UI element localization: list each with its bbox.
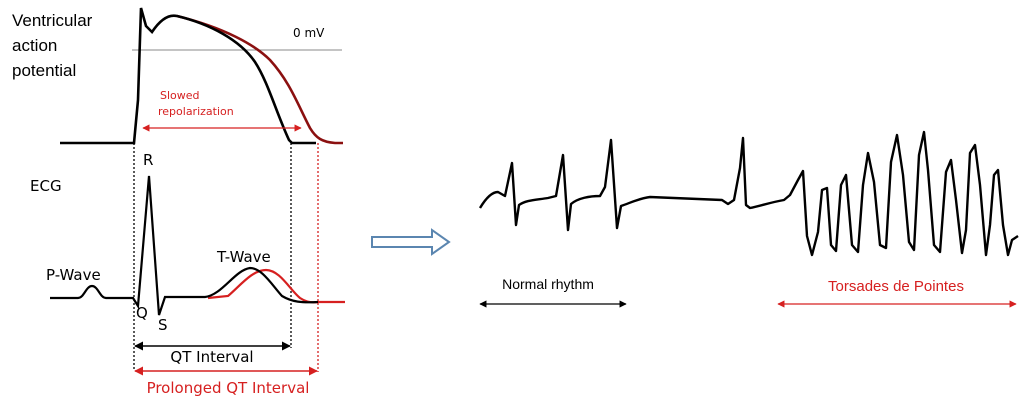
ap-title-line-3: potential — [12, 61, 76, 80]
prolonged-qt-label: Prolonged QT Interval — [147, 379, 310, 397]
ap-normal-trace — [60, 7, 316, 145]
ap-title-line-2: action — [12, 36, 57, 55]
normal-rhythm-label: Normal rhythm — [502, 276, 594, 292]
ecg-normal-trace — [50, 175, 319, 316]
ecg-prolonged-t-wave — [207, 268, 345, 304]
q-label: Q — [136, 304, 148, 322]
transition-arrow-icon — [371, 228, 451, 256]
qt-interval-label: QT Interval — [170, 348, 253, 366]
r-label: R — [143, 151, 153, 169]
slowed-repol-line-1: Slowed — [160, 89, 200, 102]
p-wave-label: P-Wave — [46, 266, 101, 284]
torsades-label: Torsades de Pointes — [828, 278, 964, 295]
ecg-label: ECG — [30, 177, 62, 195]
s-label: S — [158, 316, 168, 334]
rhythm-ecg-trace — [478, 130, 1019, 257]
ap-title-line-1: Ventricular — [12, 11, 93, 30]
t-wave-label: T-Wave — [216, 248, 271, 266]
slowed-repol-line-2: repolarization — [158, 105, 234, 118]
ap-prolonged-trace — [176, 14, 343, 145]
zero-mv-label: 0 mV — [293, 26, 325, 40]
